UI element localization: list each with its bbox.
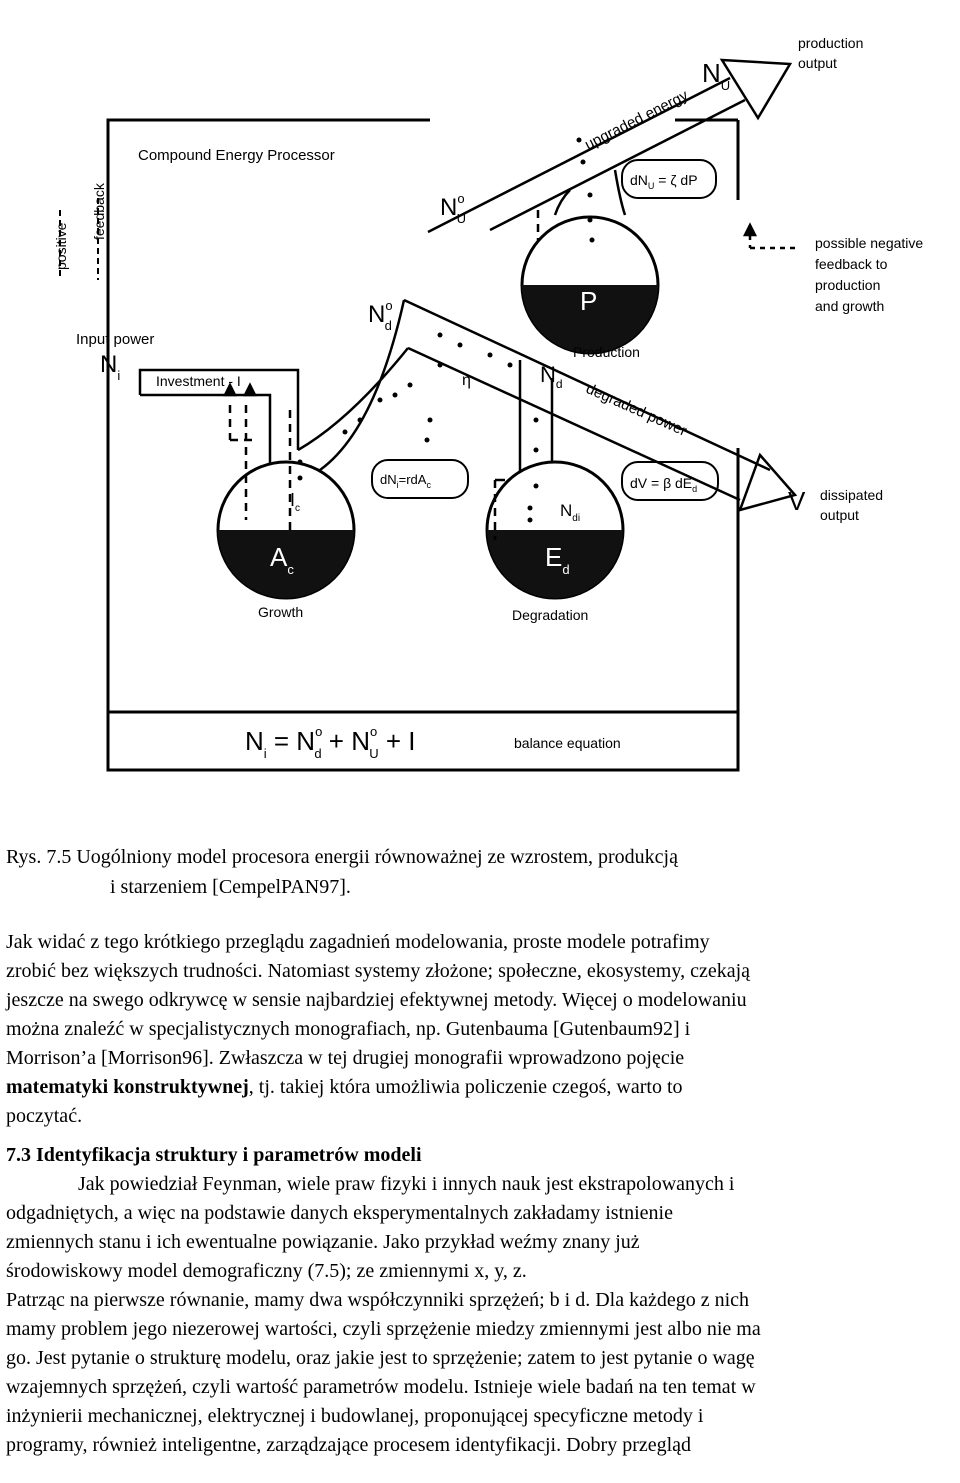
p-label: P bbox=[580, 286, 597, 316]
paragraph-line: jeszcze na swego odkrywcę w sensie najba… bbox=[6, 989, 747, 1011]
degraded-power-band bbox=[403, 298, 798, 512]
dv-box bbox=[621, 461, 719, 501]
v-label: V bbox=[788, 486, 806, 516]
caption-line-1: Rys. 7.5 Uogólniony model procesora ener… bbox=[6, 846, 678, 868]
figure-caption: Rys. 7.5 Uogólniony model procesora ener… bbox=[6, 842, 678, 902]
growth-flask bbox=[216, 460, 356, 600]
investment-label: Investment - I bbox=[156, 373, 241, 389]
energy-processor-diagram: Compound Energy Processor positive feedb… bbox=[53, 35, 923, 772]
paragraph-line: zrobić bez większych trudności. Natomias… bbox=[6, 960, 751, 982]
ed-label: Ed bbox=[545, 542, 570, 577]
paragraph-line: Jak powiedział Feynman, wiele praw fizyk… bbox=[78, 1173, 735, 1195]
body-text: Jak widać z tego krótkiego przeglądu zag… bbox=[6, 928, 956, 1460]
paragraph-line: zmiennych stanu i ich ewentualne powiąza… bbox=[6, 1231, 640, 1253]
paragraph-line: można znaleźć w specjalistycznych monogr… bbox=[6, 1018, 691, 1040]
feedback-lines bbox=[222, 210, 800, 540]
dnu-formula: dNU = ζ dP bbox=[630, 172, 698, 191]
dni-formula: dNi=rdAc bbox=[380, 472, 431, 490]
paragraph-line: wzajemnych sprzężeń, czyli wartość param… bbox=[6, 1376, 756, 1398]
paragraph-line: Jak widać z tego krótkiego przeglądu zag… bbox=[6, 931, 710, 953]
paragraph-line: odgadniętych, a więc na podstawie danych… bbox=[6, 1202, 673, 1224]
paragraph-line: go. Jest pytanie o strukturę modelu, ora… bbox=[6, 1347, 755, 1369]
bold-term: matematyki konstruktywnej bbox=[6, 1076, 249, 1098]
degraded-power-label: degraded power bbox=[583, 380, 689, 440]
paragraph-line: programy, również inteligentne, zarządza… bbox=[6, 1434, 692, 1456]
production-flask bbox=[520, 215, 660, 355]
paragraph-line-rest: , tj. takiej która umożliwia policzenie … bbox=[248, 1076, 683, 1098]
paragraph-line: Patrząc na pierwsze równanie, mamy dwa w… bbox=[6, 1289, 750, 1311]
production-label: Production bbox=[573, 344, 640, 360]
paragraph-line: matematyki konstruktywnej, tj. takiej kt… bbox=[6, 1073, 956, 1102]
production-flask-neck bbox=[553, 169, 627, 216]
balance-box bbox=[106, 712, 740, 772]
paragraph-line: poczytać. bbox=[6, 1105, 83, 1127]
positive-label: positive bbox=[53, 222, 69, 270]
paragraph-line: Morrison’a [Morrison96]. Zwłaszcza w tej… bbox=[6, 1047, 685, 1069]
dv-formula: dV = β dEd bbox=[630, 475, 697, 494]
ndi-label: Ndi bbox=[560, 501, 580, 524]
degradation-flask bbox=[485, 460, 625, 600]
paragraph-line: środowiskowy model demograficzny (7.5); … bbox=[6, 1260, 527, 1282]
investment-pipe bbox=[138, 299, 409, 488]
upgraded-energy-arrow bbox=[427, 58, 793, 234]
paragraph-line: inżynierii mechanicznej, elektrycznej i … bbox=[6, 1405, 704, 1427]
dnu-box bbox=[621, 159, 717, 199]
nu-label: NU bbox=[702, 58, 730, 93]
eta-label: η bbox=[462, 372, 471, 389]
dni-box bbox=[371, 459, 469, 499]
degradation-label: Degradation bbox=[512, 607, 588, 623]
nd-label: Nd bbox=[540, 362, 563, 391]
section-heading: 7.3 Identyfikacja struktury i parametrów… bbox=[6, 1144, 422, 1166]
ni-label: Ni bbox=[100, 351, 120, 383]
upgraded-energy-label: upgraded energy bbox=[582, 87, 691, 154]
balance-equation-label: balance equation bbox=[514, 735, 621, 751]
input-power-label: Input power bbox=[76, 331, 154, 348]
ic-label: Ic bbox=[290, 490, 300, 514]
flow-dots bbox=[297, 137, 595, 523]
ac-label: Ac bbox=[270, 542, 294, 577]
growth-label: Growth bbox=[258, 604, 303, 620]
paragraph-line: mamy problem jego niezerowej wartości, c… bbox=[6, 1318, 761, 1340]
figure-title: Compound Energy Processor bbox=[138, 147, 335, 164]
caption-line-2: i starzeniem [CempelPAN97]. bbox=[110, 876, 351, 898]
